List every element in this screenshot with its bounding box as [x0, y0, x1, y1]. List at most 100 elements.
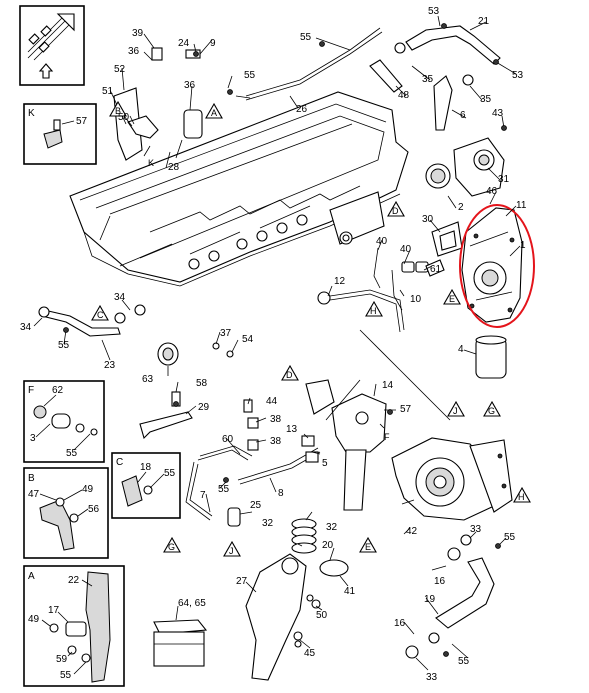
bracket-29 [139, 411, 193, 440]
label-50: 50 [316, 610, 328, 621]
label-55: 55 [458, 656, 470, 667]
label-3: 3 [30, 433, 36, 444]
thermostat-housing [425, 137, 505, 197]
seal-41 [319, 559, 349, 577]
label-5: 5 [322, 458, 328, 469]
label-26: 26 [296, 104, 308, 115]
label-50: 50 [118, 112, 130, 123]
gasket-13 [305, 379, 335, 415]
injection-bracket [329, 191, 385, 245]
label-11: 11 [516, 200, 527, 211]
inset-a-frame [23, 565, 125, 687]
vent-pipe-26 [245, 27, 381, 97]
label-58: 58 [196, 378, 208, 389]
inset-b-frame [23, 467, 109, 559]
inset-f-title: F [28, 385, 34, 396]
label-37: 37 [220, 328, 232, 339]
label-20: 20 [322, 540, 334, 551]
highlight-ellipse [459, 204, 535, 328]
inset-k-title: K [28, 108, 35, 119]
up-arrow-icon [38, 63, 54, 79]
marker-j-1: J [453, 406, 458, 416]
hose-21 [405, 25, 501, 65]
label-55: 55 [66, 448, 78, 459]
marker-g-2: G [168, 542, 175, 552]
label-51: 51 [102, 86, 114, 97]
label-17: 17 [48, 605, 60, 616]
label-18: 18 [140, 462, 152, 473]
label-40: 40 [400, 244, 412, 255]
part-callouts: 53 21 53 35 35 48 43 6 31 46 11 1 2 30 6… [20, 6, 527, 683]
leader-lines [33, 15, 521, 671]
label-41: 41 [344, 586, 356, 597]
bellows-20 [291, 518, 317, 554]
label-16: 16 [394, 618, 406, 629]
label-30: 30 [422, 214, 434, 225]
marker-f-1: F [384, 432, 390, 442]
label-25: 25 [250, 500, 262, 511]
label-24: 24 [178, 38, 190, 49]
label-32: 32 [326, 522, 338, 533]
inset-k: K 57 [23, 103, 97, 165]
label-39: 39 [132, 28, 144, 39]
triangle-markers: A B C D D E E H H J J G G F K [91, 100, 531, 557]
clip-part [65, 621, 87, 637]
marker-b-1: B [115, 106, 121, 116]
label-33: 33 [426, 672, 438, 683]
label-14: 14 [382, 380, 394, 391]
label-34: 34 [114, 292, 126, 303]
label-32: 32 [262, 518, 274, 529]
pipe-19 [435, 557, 495, 629]
inset-c-title: C [116, 457, 123, 468]
hose-6 [433, 75, 453, 131]
label-45: 45 [304, 648, 316, 659]
inset-b: B 47 49 56 [23, 467, 109, 559]
inset-a: A 22 49 17 59 55 [23, 565, 125, 687]
label-57: 57 [400, 404, 412, 415]
label-46: 46 [486, 186, 498, 197]
label-63: 63 [142, 374, 154, 385]
fastener-dots [63, 23, 507, 657]
label-59: 59 [56, 654, 68, 665]
label-29: 29 [198, 402, 210, 413]
hose-52 [113, 87, 143, 161]
label-60: 60 [222, 434, 234, 445]
label-10: 10 [410, 294, 422, 305]
marker-c-1: C [97, 310, 104, 320]
label-55: 55 [504, 532, 516, 543]
inset-a-title: A [28, 571, 35, 582]
label-40: 40 [376, 236, 388, 247]
label-4: 4 [458, 344, 464, 355]
label-12: 12 [334, 276, 346, 287]
label-55: 55 [218, 484, 230, 495]
label-48: 48 [398, 90, 410, 101]
label-55: 55 [244, 70, 256, 81]
label-6: 6 [460, 110, 466, 121]
label-28: 28 [168, 162, 180, 173]
hose-60-7 [189, 449, 249, 517]
marker-h-2: H [518, 492, 525, 502]
cylinder-head [69, 91, 409, 287]
label-52: 52 [114, 64, 126, 75]
label-27: 27 [236, 576, 248, 587]
label-62: 62 [52, 385, 64, 396]
fuel-line-12 [329, 289, 405, 331]
label-56: 56 [88, 504, 100, 515]
label-2: 2 [458, 202, 464, 213]
bracket-part [39, 499, 75, 551]
marker-g-1: G [488, 406, 495, 416]
fitting-25 [227, 507, 241, 527]
inset-b-title: B [28, 473, 35, 484]
direction-legend-box [19, 5, 85, 86]
label-38: 38 [270, 436, 282, 447]
bracket-part [85, 571, 111, 683]
hose-23 [41, 309, 121, 337]
legend-frame [19, 5, 85, 86]
label-61: 61 [430, 264, 442, 275]
bolt-part [90, 428, 98, 436]
direction-arrows-icon [27, 13, 75, 61]
label-9: 9 [210, 38, 216, 49]
inset-f-frame [23, 380, 105, 463]
marker-d-2: D [286, 370, 293, 380]
